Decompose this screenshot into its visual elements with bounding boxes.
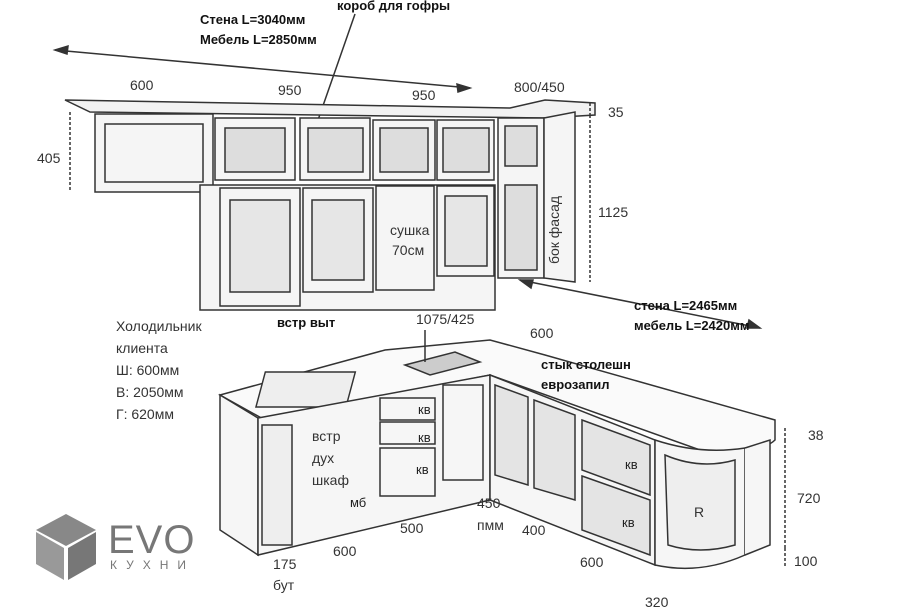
dim-720: 720 (797, 490, 821, 506)
fridge-title: Холодильник (116, 318, 202, 334)
mb-label: мб (350, 495, 367, 510)
bottle-label: бут (273, 577, 295, 593)
drawer-label: кв (622, 515, 635, 530)
hood-label: встр выт (277, 315, 336, 330)
drawer-label: кв (416, 462, 429, 477)
lower-cabinets (219, 373, 771, 570)
dim-100: 100 (794, 553, 818, 569)
wall-arrow (54, 49, 471, 89)
dim-175: 175 (273, 556, 297, 572)
dishwasher-label: пмм (477, 517, 504, 533)
duct-arrow (317, 13, 356, 121)
joint-label: стык столешн (541, 357, 631, 372)
dim-800-450: 800/450 (514, 79, 565, 95)
upper-dim-lines (69, 103, 591, 282)
dim-600: 600 (130, 77, 154, 93)
fridge-height: В: 2050мм (116, 384, 184, 400)
dim-400: 400 (522, 522, 546, 538)
furniture-length: Мебель L=2850мм (200, 32, 317, 47)
upper-cabinets (94, 111, 576, 311)
oven-label-3: шкаф (312, 472, 349, 488)
dim-450: 450 (477, 495, 501, 511)
dim-600-right: 600 (580, 554, 604, 570)
duct-label: короб для гофры (337, 0, 451, 13)
dim-950: 950 (278, 82, 302, 98)
cornice (64, 99, 596, 119)
dim-950: 950 (412, 87, 436, 103)
fridge-depth: Г: 620мм (116, 406, 174, 422)
drawer-label: кв (418, 402, 431, 417)
dryer-size: 70см (392, 242, 425, 258)
dim-35: 35 (608, 104, 624, 120)
dim-600-lower: 600 (333, 543, 357, 559)
drawer-label: кв (625, 457, 638, 472)
right-wall-length: стена L=2465мм (634, 298, 738, 313)
sink (402, 351, 483, 376)
logo-brand: EVO (108, 518, 196, 562)
oven-label-1: встр (312, 428, 341, 444)
dim-500: 500 (400, 520, 424, 536)
cooktop (254, 371, 357, 408)
evo-logo-icon (36, 514, 96, 580)
fridge-width: Ш: 600мм (116, 362, 180, 378)
side-facade-label: бок фасад (546, 195, 563, 265)
dim-38: 38 (808, 427, 824, 443)
right-wall-arrow (519, 279, 761, 329)
depth-600: 600 (530, 325, 554, 341)
sink-dim: 1075/425 (416, 311, 475, 327)
dim-405: 405 (37, 150, 61, 166)
drawer-label: кв (418, 430, 431, 445)
dim-1125: 1125 (598, 204, 629, 220)
logo-sub: КУХНИ (110, 558, 196, 572)
dim-320: 320 (645, 594, 669, 610)
radius-label: R (694, 504, 705, 520)
joint-type: еврозапил (541, 377, 610, 392)
wall-length: Стена L=3040мм (200, 12, 306, 27)
right-furniture-length: мебель L=2420мм (634, 318, 750, 333)
oven-label-2: дух (312, 450, 335, 466)
dryer-label: сушка (390, 222, 430, 238)
fridge-sub: клиента (116, 340, 168, 356)
